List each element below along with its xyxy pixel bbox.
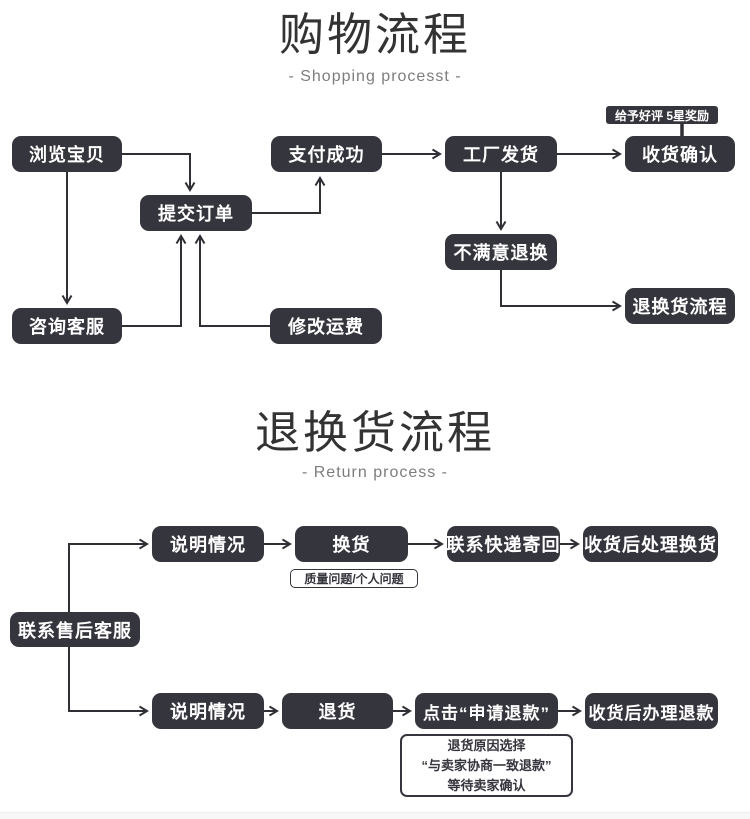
node-click-refund: 点击“申请退款”	[415, 693, 558, 729]
refund-note-line: 等待卖家确认	[447, 777, 526, 793]
return-subtitle: - Return process -	[301, 464, 449, 481]
bottom-divider-bar	[0, 812, 750, 819]
return-title: 退换货流程	[254, 407, 495, 458]
node-explain-bottom: 说明情况	[152, 693, 264, 729]
refund-note-line: 退货原因选择	[447, 737, 526, 753]
node-factory-ship: 工厂发货	[445, 136, 557, 172]
node-courier-sendback: 联系快递寄回	[447, 526, 560, 562]
refund-note-box: 退货原因选择 “与卖家协商一致退款” 等待卖家确认	[400, 734, 573, 797]
node-handle-exchange: 收货后处理换货	[583, 526, 718, 562]
node-submit-order: 提交订单	[140, 195, 252, 231]
node-browse-items: 浏览宝贝	[12, 136, 122, 172]
node-unsatisfied-return: 不满意退换	[445, 234, 557, 270]
refund-note-line: “与卖家协商一致退款”	[421, 757, 552, 773]
node-contact-aftersales: 联系售后客服	[10, 612, 140, 647]
node-return-flow-link: 退换货流程	[625, 288, 735, 324]
shopping-title: 购物流程	[278, 9, 471, 60]
node-consult-service: 咨询客服	[12, 308, 122, 344]
node-return-goods: 退货	[282, 693, 393, 729]
node-exchange: 换货	[295, 526, 408, 562]
node-modify-freight: 修改运费	[270, 308, 382, 344]
node-payment-success: 支付成功	[271, 136, 382, 172]
node-explain-top: 说明情况	[152, 526, 264, 562]
shopping-subtitle: - Shopping processt -	[288, 68, 462, 85]
node-receive-confirm: 收货确认	[625, 136, 735, 172]
exchange-note-label: 质量问题/个人问题	[290, 569, 418, 588]
review-reward-label: 给予好评 5星奖励	[606, 106, 718, 124]
node-handle-refund: 收货后办理退款	[585, 693, 718, 729]
